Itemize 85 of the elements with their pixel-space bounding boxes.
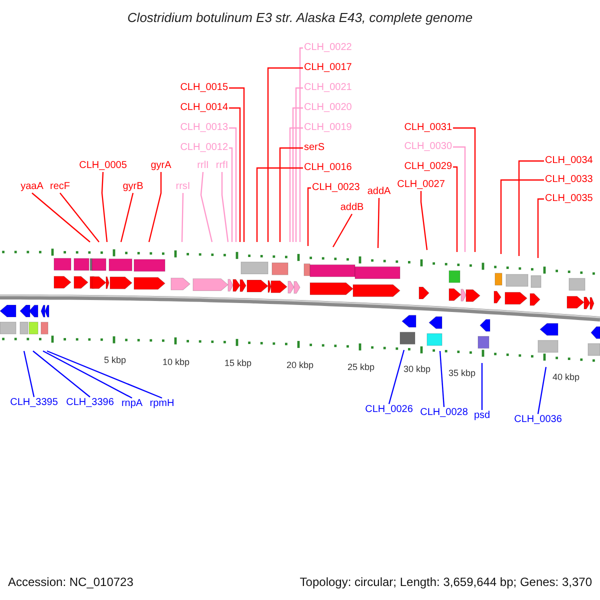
gene-label: CLH_0019: [304, 122, 352, 134]
leader-line: [229, 107, 241, 242]
leader-line: [453, 127, 476, 252]
gene-label: CLH_0031: [404, 122, 452, 134]
gene-label: CLH_0021: [304, 82, 352, 94]
leader-line: [500, 179, 544, 254]
leader-line: [481, 363, 483, 410]
gene-label: CLH_0033: [545, 174, 593, 186]
leader-line: [101, 172, 108, 242]
gene-label: CLH_0012: [180, 142, 228, 154]
gene-label: rrlI: [197, 160, 209, 172]
gene-label: yaaA: [20, 181, 44, 193]
leader-line: [292, 107, 303, 242]
leader-line: [221, 172, 229, 242]
gene-label: addA: [367, 186, 391, 198]
leader-line: [388, 350, 405, 404]
gene-label: CLH_0020: [304, 102, 352, 114]
gene-label: CLH_0022: [304, 42, 352, 54]
leader-line: [229, 147, 233, 242]
leader-line: [256, 167, 303, 242]
gene-label: CLH_0036: [514, 414, 562, 426]
leader-line: [32, 192, 90, 242]
gene-label: rrfI: [216, 160, 228, 172]
gene-label: recF: [50, 181, 70, 193]
gene-label: addB: [340, 202, 364, 214]
title: Clostridium botulinum E3 str. Alaska E43, complete genome: [126, 10, 474, 26]
gene-label: rnpA: [121, 398, 143, 410]
leader-line: [299, 47, 303, 242]
scale-label: 35 kbp: [448, 368, 476, 379]
leader-line: [181, 192, 184, 242]
gene-label: CLH_0014: [180, 102, 228, 114]
leader-line: [537, 198, 544, 258]
leader-line: [420, 191, 428, 250]
leader-line: [307, 187, 311, 246]
leader-line: [46, 350, 162, 399]
gene-label: psd: [474, 410, 490, 422]
gene-label: CLH_0029: [404, 161, 452, 173]
leader-line: [42, 350, 132, 399]
gene-label: serS: [304, 142, 325, 154]
gene-label: rpmH: [150, 398, 174, 410]
footer-text: Topology: circular; Length: 3,659,644 bp; Genes: 3,370: [300, 575, 592, 589]
gene-label: CLH_0028: [420, 407, 468, 419]
leader-line: [200, 172, 213, 242]
gene-label: CLH_3396: [66, 397, 114, 409]
leader-line: [453, 146, 466, 252]
leader-line: [120, 192, 134, 242]
leader-line: [295, 87, 303, 242]
leader-line: [229, 87, 245, 242]
leader-line: [279, 147, 303, 242]
scale-label: 25 kbp: [347, 362, 375, 373]
leader-line: [148, 172, 162, 242]
gene-label: CLH_0005: [79, 160, 127, 172]
leader-line: [537, 366, 547, 414]
leader-line: [267, 67, 303, 242]
gene-label: gyrB: [122, 181, 144, 193]
leader-line: [23, 350, 35, 398]
leader-line: [60, 192, 100, 242]
gene-label: CLH_0023: [312, 182, 360, 194]
scale-label: 10 kbp: [162, 357, 190, 368]
gene-label: gyrA: [150, 160, 172, 172]
gene-label: CLH_3395: [10, 397, 58, 409]
gene-label: CLH_0027: [397, 179, 445, 191]
gene-label: CLH_0015: [180, 82, 228, 94]
leader-line: [32, 350, 90, 398]
leader-line: [439, 350, 445, 408]
scale-label: 40 kbp: [552, 372, 580, 383]
gene-label: CLH_0016: [304, 162, 352, 174]
leader-line: [289, 127, 303, 242]
gene-label: CLH_0013: [180, 122, 228, 134]
gene-label: CLH_0026: [365, 404, 413, 416]
scale-label: 5 kbp: [104, 355, 126, 366]
gene-label: rrsI: [176, 181, 190, 193]
footer-text: Accession: NC_010723: [8, 575, 134, 589]
scale-label: 20 kbp: [286, 360, 314, 371]
gene-label: CLH_0030: [404, 141, 452, 153]
gene-label: CLH_0035: [545, 193, 593, 205]
leader-line: [453, 166, 458, 252]
leader-line: [377, 198, 380, 248]
scale-label: 30 kbp: [403, 364, 431, 375]
gene-label: CLH_0034: [545, 155, 593, 167]
gene-label: CLH_0017: [304, 62, 352, 74]
leader-line: [332, 214, 353, 248]
scale-label: 15 kbp: [224, 358, 252, 369]
leader-line: [229, 127, 237, 242]
leader-line: [518, 160, 544, 256]
